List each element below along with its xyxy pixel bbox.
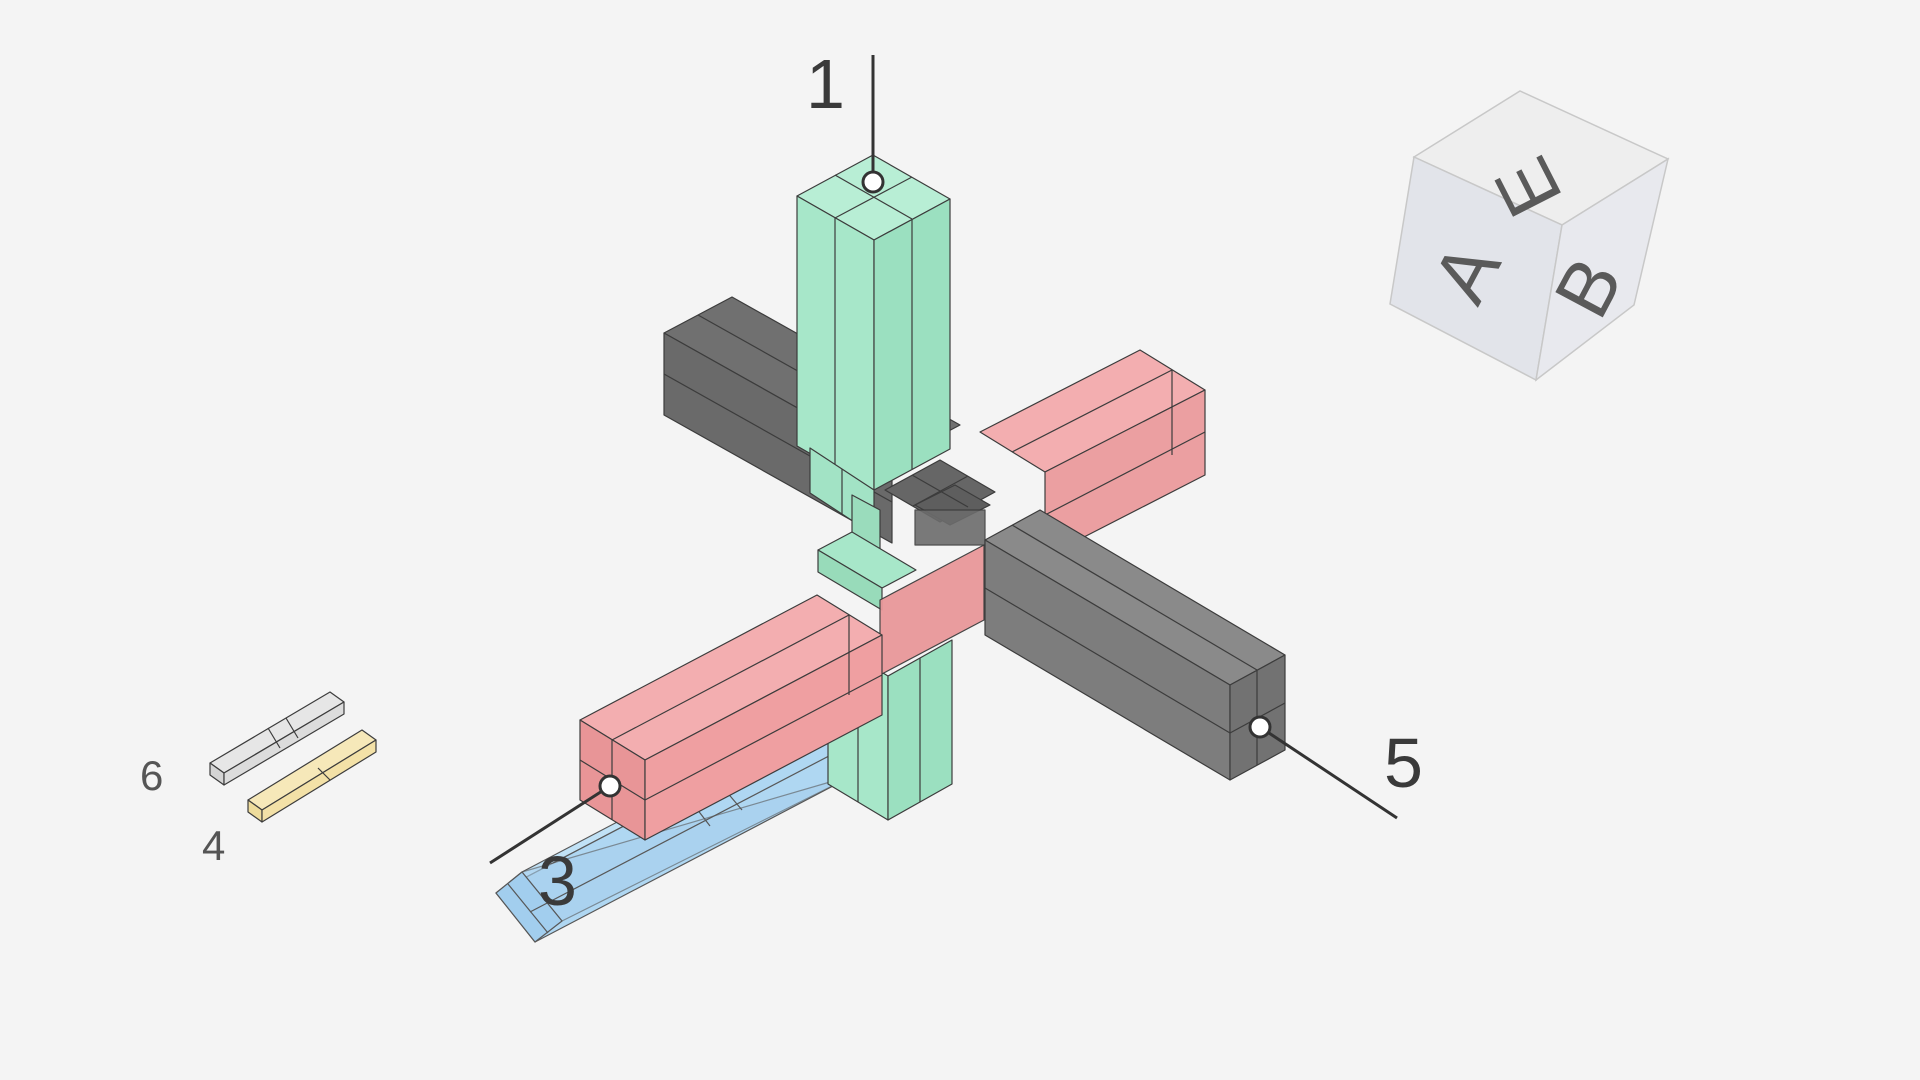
part-2-red-beam — [579, 349, 1206, 841]
callout-label-1: 1 — [806, 45, 845, 123]
callout-label-4: 4 — [202, 822, 225, 869]
part-4-small-yellow-piece — [247, 729, 377, 823]
callout-leaders — [489, 55, 1398, 865]
part-5-grey-beam — [884, 459, 1286, 781]
part-1-green-post — [796, 154, 953, 821]
part-6-small-grey-piece — [209, 691, 345, 786]
view-cube[interactable]: E A B — [1389, 90, 1670, 382]
callout-label-6: 6 — [140, 752, 163, 799]
callout-label-5: 5 — [1384, 724, 1423, 802]
view-cube-right-face[interactable] — [1534, 157, 1670, 382]
callout-label-3: 3 — [538, 842, 577, 920]
